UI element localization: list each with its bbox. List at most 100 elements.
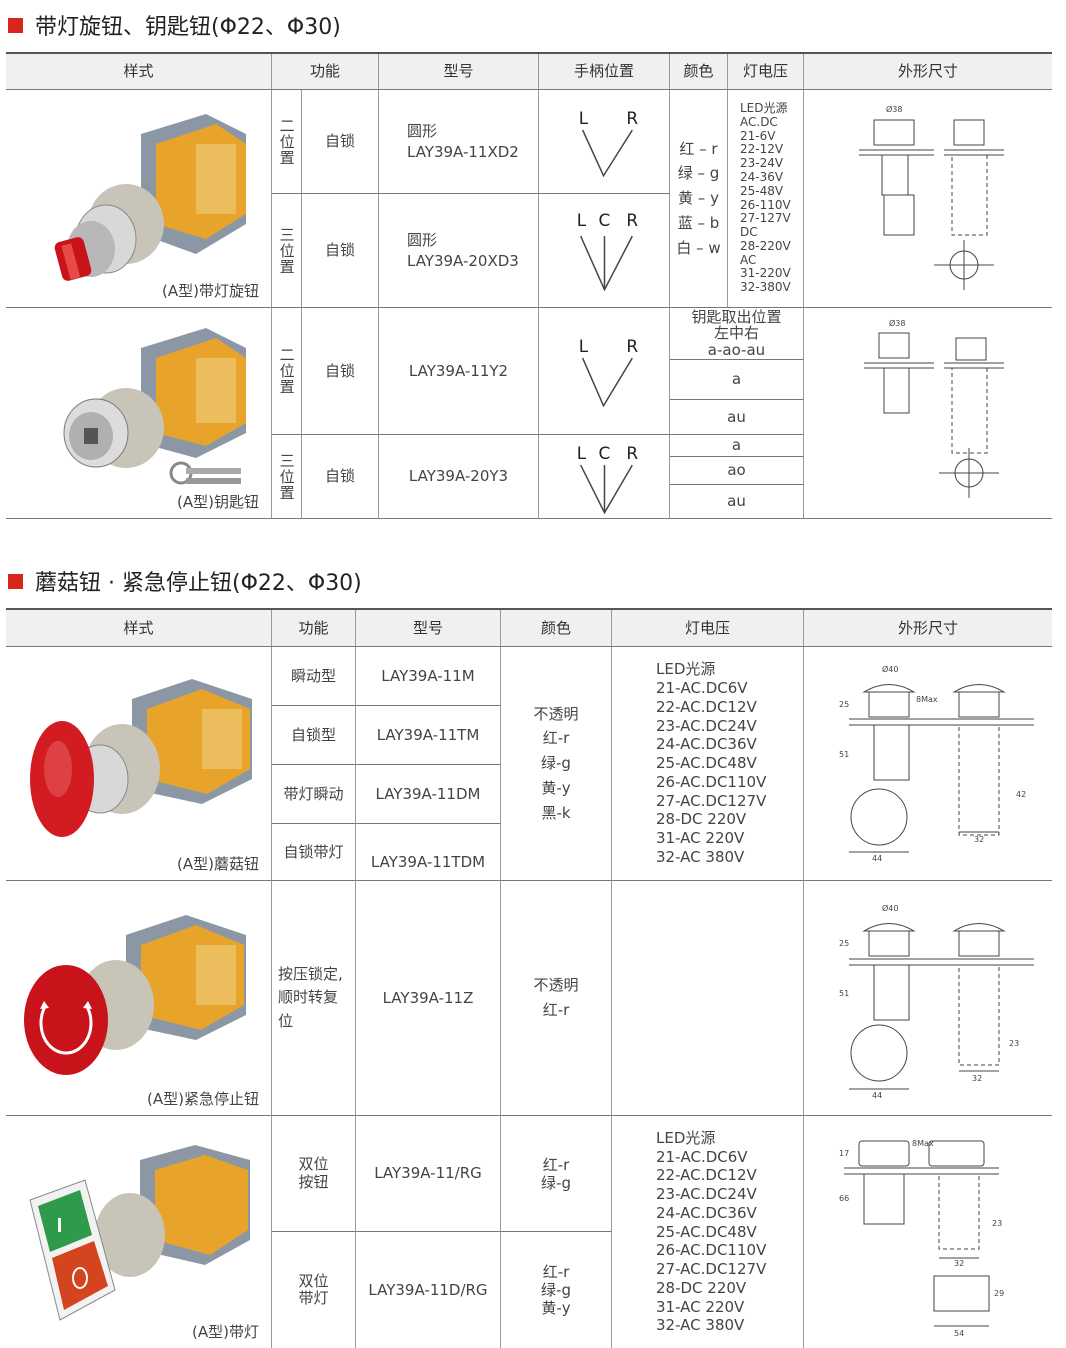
section2-title: 蘑菇钮 · 紧急停止钮(Φ22、Φ30) [8,566,362,596]
cell-voltage: LED光源 21-AC.DC6V 22-AC.DC12V 23-AC.DC24V… [612,647,804,881]
dim-label: 51 [839,989,849,998]
cell-dimension-rotary: Ø38 [804,90,1052,308]
th-voltage: 灯电压 [612,610,804,647]
th-dimension: 外形尺寸 [804,610,1052,647]
dim-label: 32 [972,1074,982,1083]
th-color: 颜色 [670,54,728,90]
handle-2pos-diagram: L R [579,108,638,177]
cell-dimension-key: Ø38 [804,308,1052,519]
cell-position: 二位置 [272,90,302,194]
dim-label: 8Max [916,695,938,704]
cell-dimension-mushroom: Ø40 8Max 25 51 42 32 44 [804,647,1052,881]
handle-label-r: R [626,210,638,230]
cell-function: 自锁 [302,194,379,308]
red-square-icon [8,17,23,33]
dim-label: Ø40 [882,664,898,674]
th-model: 型号 [356,610,501,647]
cell-key-value: a [670,435,804,457]
th-voltage: 灯电压 [728,54,804,90]
cell-model: LAY39A-20Y3 [379,435,539,519]
dim-label: 23 [1009,1039,1019,1048]
dim-label: 25 [839,700,849,709]
cell-key-value: a [670,360,804,400]
handle-label-r: R [626,108,638,128]
cell-model: LAY39A-11TM [356,706,501,765]
dimension-drawing-mushroom: Ø40 8Max 25 51 42 32 44 [839,664,1034,863]
dimension-drawing-estop: Ø40 25 51 23 32 44 [839,903,1034,1100]
dim-label: 32 [974,835,984,844]
dimension-drawing-double: 17 8Max 66 23 32 29 54 [839,1139,1004,1338]
cell-key-photo: (A型)钥匙钮 [6,308,272,519]
th-model: 型号 [379,54,539,90]
th-function: 功能 [272,54,379,90]
cell-model: LAY39A-11Y2 [379,308,539,435]
handle-label-c: C [599,210,611,230]
dim-label: 42 [1016,790,1026,799]
cell-function: 自锁带灯 [272,824,356,881]
cell-colors: 红-r 绿-g 黄-y [501,1232,612,1348]
handle-label-l: L [577,443,587,463]
cell-model: LAY39A-11TDM [356,824,501,881]
dim-label: 44 [872,854,882,863]
cell-position: 三位置 [272,194,302,308]
handle-label-r: R [626,443,638,463]
dim-label: 51 [839,750,849,759]
illuminated-rotary-button-image [54,114,246,281]
th-style: 样式 [6,54,272,90]
caption-key: (A型)钥匙钮 [177,492,259,511]
caption-double: (A型)带灯 [192,1322,259,1341]
handle-label-l: L [577,210,587,230]
cell-function: 瞬动型 [272,647,356,706]
cell-function: 双位 带灯 [272,1232,356,1348]
dim-label: Ø40 [882,903,898,913]
cell-colors: 不透明 红-r 绿-g 黄-y 黑-k [501,647,612,881]
handle-2pos-diagram: L R [579,336,638,407]
dim-label: 32 [954,1259,964,1268]
cell-mushroom-photo: (A型)蘑菇钮 [6,647,272,881]
handle-3pos-diagram: L C R [577,443,638,514]
cell-function: 自锁 [302,435,379,519]
handle-label-l: L [579,108,589,128]
cell-estop-photo: (A型)紧急停止钮 [6,881,272,1116]
cell-model: LAY39A-11M [356,647,501,706]
th-color: 颜色 [501,610,612,647]
th-handle: 手柄位置 [539,54,670,90]
cell-function: 自锁 [302,90,379,194]
cell-voltage: LED光源 AC.DC 21-6V 22-12V 23-24V 24-36V 2… [728,90,804,308]
table-mushroom-estop: 样式 功能 型号 颜色 灯电压 外形尺寸 (A型)蘑菇钮 瞬动型 LAY39A-… [6,608,1052,1348]
cell-colors: 红-r 绿-g [501,1116,612,1232]
dimension-drawing-rotary: Ø38 [859,104,1004,290]
cell-handle-3pos: L C R [539,435,670,519]
section2-title-text: 蘑菇钮 · 紧急停止钮(Φ22、Φ30) [35,571,362,596]
cell-model: LAY39A-11DM [356,765,501,824]
cell-function: 按压锁定, 顺时转复 位 [272,881,356,1116]
dim-label: 66 [839,1194,849,1203]
cell-model: LAY39A-11Z [356,881,501,1116]
cell-model: 圆形 LAY39A-20XD3 [379,194,539,308]
table-rotary-key: 样式 功能 型号 手柄位置 颜色 灯电压 外形尺寸 (A型)带灯旋钮 [6,52,1052,520]
section1-title: 带灯旋钮、钥匙钮(Φ22、Φ30) [8,10,341,40]
dim-label: Ø38 [886,104,902,114]
section1-title-text: 带灯旋钮、钥匙钮(Φ22、Φ30) [35,15,341,40]
cell-model: LAY39A-11D/RG [356,1232,501,1348]
cell-function: 双位 按钮 [272,1116,356,1232]
dim-label: 17 [839,1149,849,1158]
cell-double-photo: (A型)带灯 [6,1116,272,1348]
th-style: 样式 [6,610,272,647]
cell-key-value: ao [670,457,804,485]
dim-label: 29 [994,1289,1004,1298]
cell-voltage: LED光源 21-AC.DC6V 22-AC.DC12V 23-AC.DC24V… [612,1116,804,1348]
cell-function: 自锁型 [272,706,356,765]
handle-3pos-diagram: L C R [577,210,638,291]
cell-handle-2pos: L R [539,90,670,194]
key-button-image [63,328,246,485]
handle-label-r: R [626,336,638,356]
cell-model: 圆形 LAY39A-11XD2 [379,90,539,194]
red-square-icon [8,573,23,589]
dim-label: 8Max [912,1139,934,1148]
mushroom-button-image [30,679,252,837]
cell-dimension-estop: Ø40 25 51 23 32 44 [804,881,1052,1116]
dim-label: Ø38 [889,318,905,328]
handle-label-c: C [599,443,611,463]
caption-mushroom: (A型)蘑菇钮 [177,854,259,873]
